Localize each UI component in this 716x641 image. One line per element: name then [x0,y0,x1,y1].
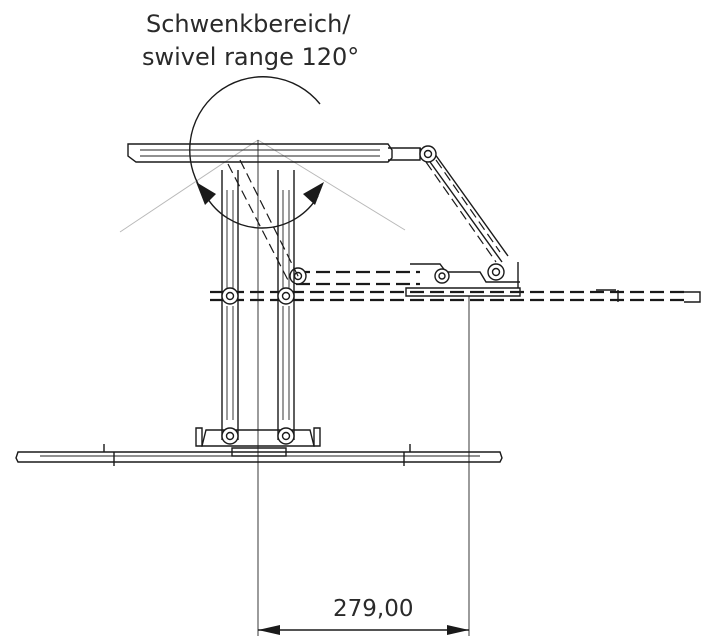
dimension-arrow-left-icon [258,625,280,635]
wall-plate [15,444,503,466]
center-lines [257,140,470,636]
swivel-range-label-en: swivel range 120° [142,43,360,71]
middle-bracket [289,262,521,297]
folding-arm-upper [419,145,509,281]
swivel-arc [189,76,324,229]
swivel-range-lines [119,139,406,233]
dimension-arrow-right-icon [447,625,469,635]
arrow-left-icon [196,182,216,205]
swivel-range-label-de: Schwenkbereich/ [146,10,351,38]
tv-plate [127,143,421,163]
wall-bracket-base [195,427,321,457]
vertical-arms [221,159,301,440]
dimension-line [258,625,469,635]
arrow-right-icon [303,182,324,205]
dimension-value: 279,00 [333,596,414,622]
